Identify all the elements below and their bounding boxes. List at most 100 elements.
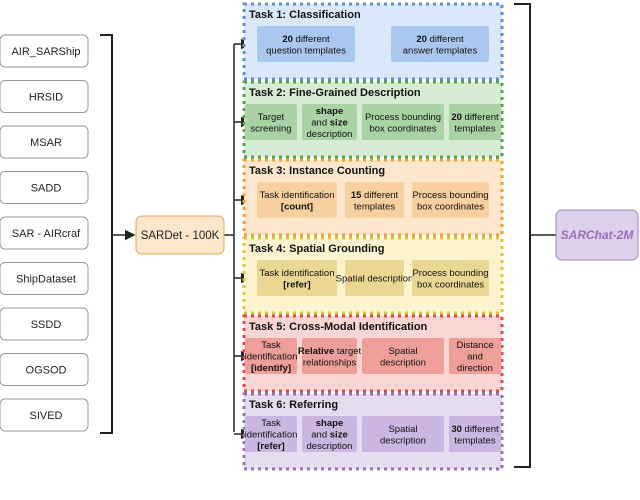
template-box-line: Relative target xyxy=(298,346,362,357)
template-box-line: description xyxy=(307,441,353,452)
template-text-segment: Process bounding xyxy=(365,112,441,123)
template-text-segment: box coordinates xyxy=(417,201,484,212)
template-text-segment: [identify] xyxy=(251,363,291,374)
template-box: Task identification[refer] xyxy=(257,260,337,296)
template-text-segment: [refer] xyxy=(257,441,284,452)
hub-label: SARDet - 100K xyxy=(141,230,220,242)
dataset-item: AIR_SARShip xyxy=(0,34,89,68)
template-text-segment: and xyxy=(311,430,330,441)
task-panel: Task 2: Fine-Grained DescriptionTargetsc… xyxy=(242,80,504,159)
template-box-line: Task identification xyxy=(260,268,335,279)
hub-rect xyxy=(135,215,225,255)
template-box-rect xyxy=(362,338,444,374)
dataset-label: OGSOD xyxy=(26,365,67,377)
template-box-line: box coordinates xyxy=(417,201,484,212)
dataset-label: SADD xyxy=(31,183,62,195)
template-box-line: templates xyxy=(454,123,495,134)
dataset-label: SIVED xyxy=(29,410,62,422)
dataset-box xyxy=(0,34,89,68)
template-text-segment: templates xyxy=(454,123,495,134)
template-box-line: [refer] xyxy=(257,441,284,452)
dataset-label: ShipDataset xyxy=(16,274,76,286)
task-bracket xyxy=(514,3,531,468)
dataset-item: SIVED xyxy=(0,398,89,432)
template-box-line: [count] xyxy=(281,201,313,212)
template-box-rect xyxy=(412,182,489,218)
template-box-line: Task xyxy=(261,340,281,351)
template-text-segment: Task identification xyxy=(260,268,335,279)
dataset-box xyxy=(0,125,89,159)
template-text-segment: size xyxy=(330,118,348,129)
template-box-line: Process bounding xyxy=(365,112,441,123)
dataset-box xyxy=(0,307,89,341)
template-box-rect xyxy=(257,260,337,296)
template-text-segment: different xyxy=(293,34,330,45)
output-rect xyxy=(555,209,639,261)
connector-lines xyxy=(100,3,556,468)
hub-box: SARDet - 100K xyxy=(135,215,225,255)
template-box-line: 20 different xyxy=(416,34,464,45)
template-box-rect xyxy=(362,416,444,452)
template-box-line: Process bounding xyxy=(412,268,488,279)
template-box-line: and xyxy=(467,352,483,363)
template-box-line: [identify] xyxy=(251,363,291,374)
output-node: SARChat-2M xyxy=(555,209,639,261)
template-box-rect xyxy=(245,104,297,140)
dataset-label: HRSID xyxy=(29,92,63,104)
template-text-segment: Spatial xyxy=(388,346,417,357)
template-box-line: 20 different xyxy=(451,112,499,123)
dataset-item: SSDD xyxy=(0,307,89,341)
template-box-line: direction xyxy=(457,363,493,374)
template-text-segment: identification xyxy=(245,352,298,363)
template-box-line: box coordinates xyxy=(417,279,484,290)
template-text-segment: Relative xyxy=(298,346,334,357)
dataset-item: SADD xyxy=(0,171,89,204)
template-text-segment: question templates xyxy=(266,45,346,56)
template-text-segment: answer templates xyxy=(403,45,478,56)
template-box-rect xyxy=(245,338,297,374)
template-box-line: Task identification xyxy=(260,190,335,201)
template-box-line: answer templates xyxy=(403,45,478,56)
template-text-segment: different xyxy=(361,190,398,201)
template-text-segment: Process bounding xyxy=(412,268,488,279)
template-text-segment: different xyxy=(462,424,499,435)
dataset-item: ShipDataset xyxy=(0,262,89,295)
dataset-box xyxy=(0,398,89,432)
template-box-line: templates xyxy=(354,201,395,212)
template-text-segment: 20 xyxy=(282,34,293,45)
template-box-rect xyxy=(257,26,355,62)
template-box-line: and size xyxy=(311,118,347,129)
template-box-line: description xyxy=(307,129,353,140)
template-box-rect xyxy=(257,182,337,218)
dataset-bracket xyxy=(100,34,113,434)
dataset-item: HRSID xyxy=(0,80,89,113)
template-box-rect xyxy=(345,260,404,296)
template-text-segment: Spatial description xyxy=(336,274,414,285)
template-box-line: 20 different xyxy=(282,34,330,45)
task-title: Task 3: Instance Counting xyxy=(249,165,385,177)
template-text-segment: screening xyxy=(250,123,291,134)
template-text-segment: shape xyxy=(316,106,343,117)
template-box-rect xyxy=(449,416,501,452)
template-text-segment: and xyxy=(467,352,483,363)
template-box-rect xyxy=(412,260,489,296)
dataset-box xyxy=(0,80,89,113)
template-box-line: 30 different xyxy=(451,424,499,435)
template-text-segment: 20 xyxy=(416,34,427,45)
hub-node: SARDet - 100K xyxy=(135,215,225,255)
output-label: SARChat-2M xyxy=(561,228,635,242)
dataset-label: MSAR xyxy=(30,137,62,149)
template-box-line: Spatial xyxy=(388,346,417,357)
